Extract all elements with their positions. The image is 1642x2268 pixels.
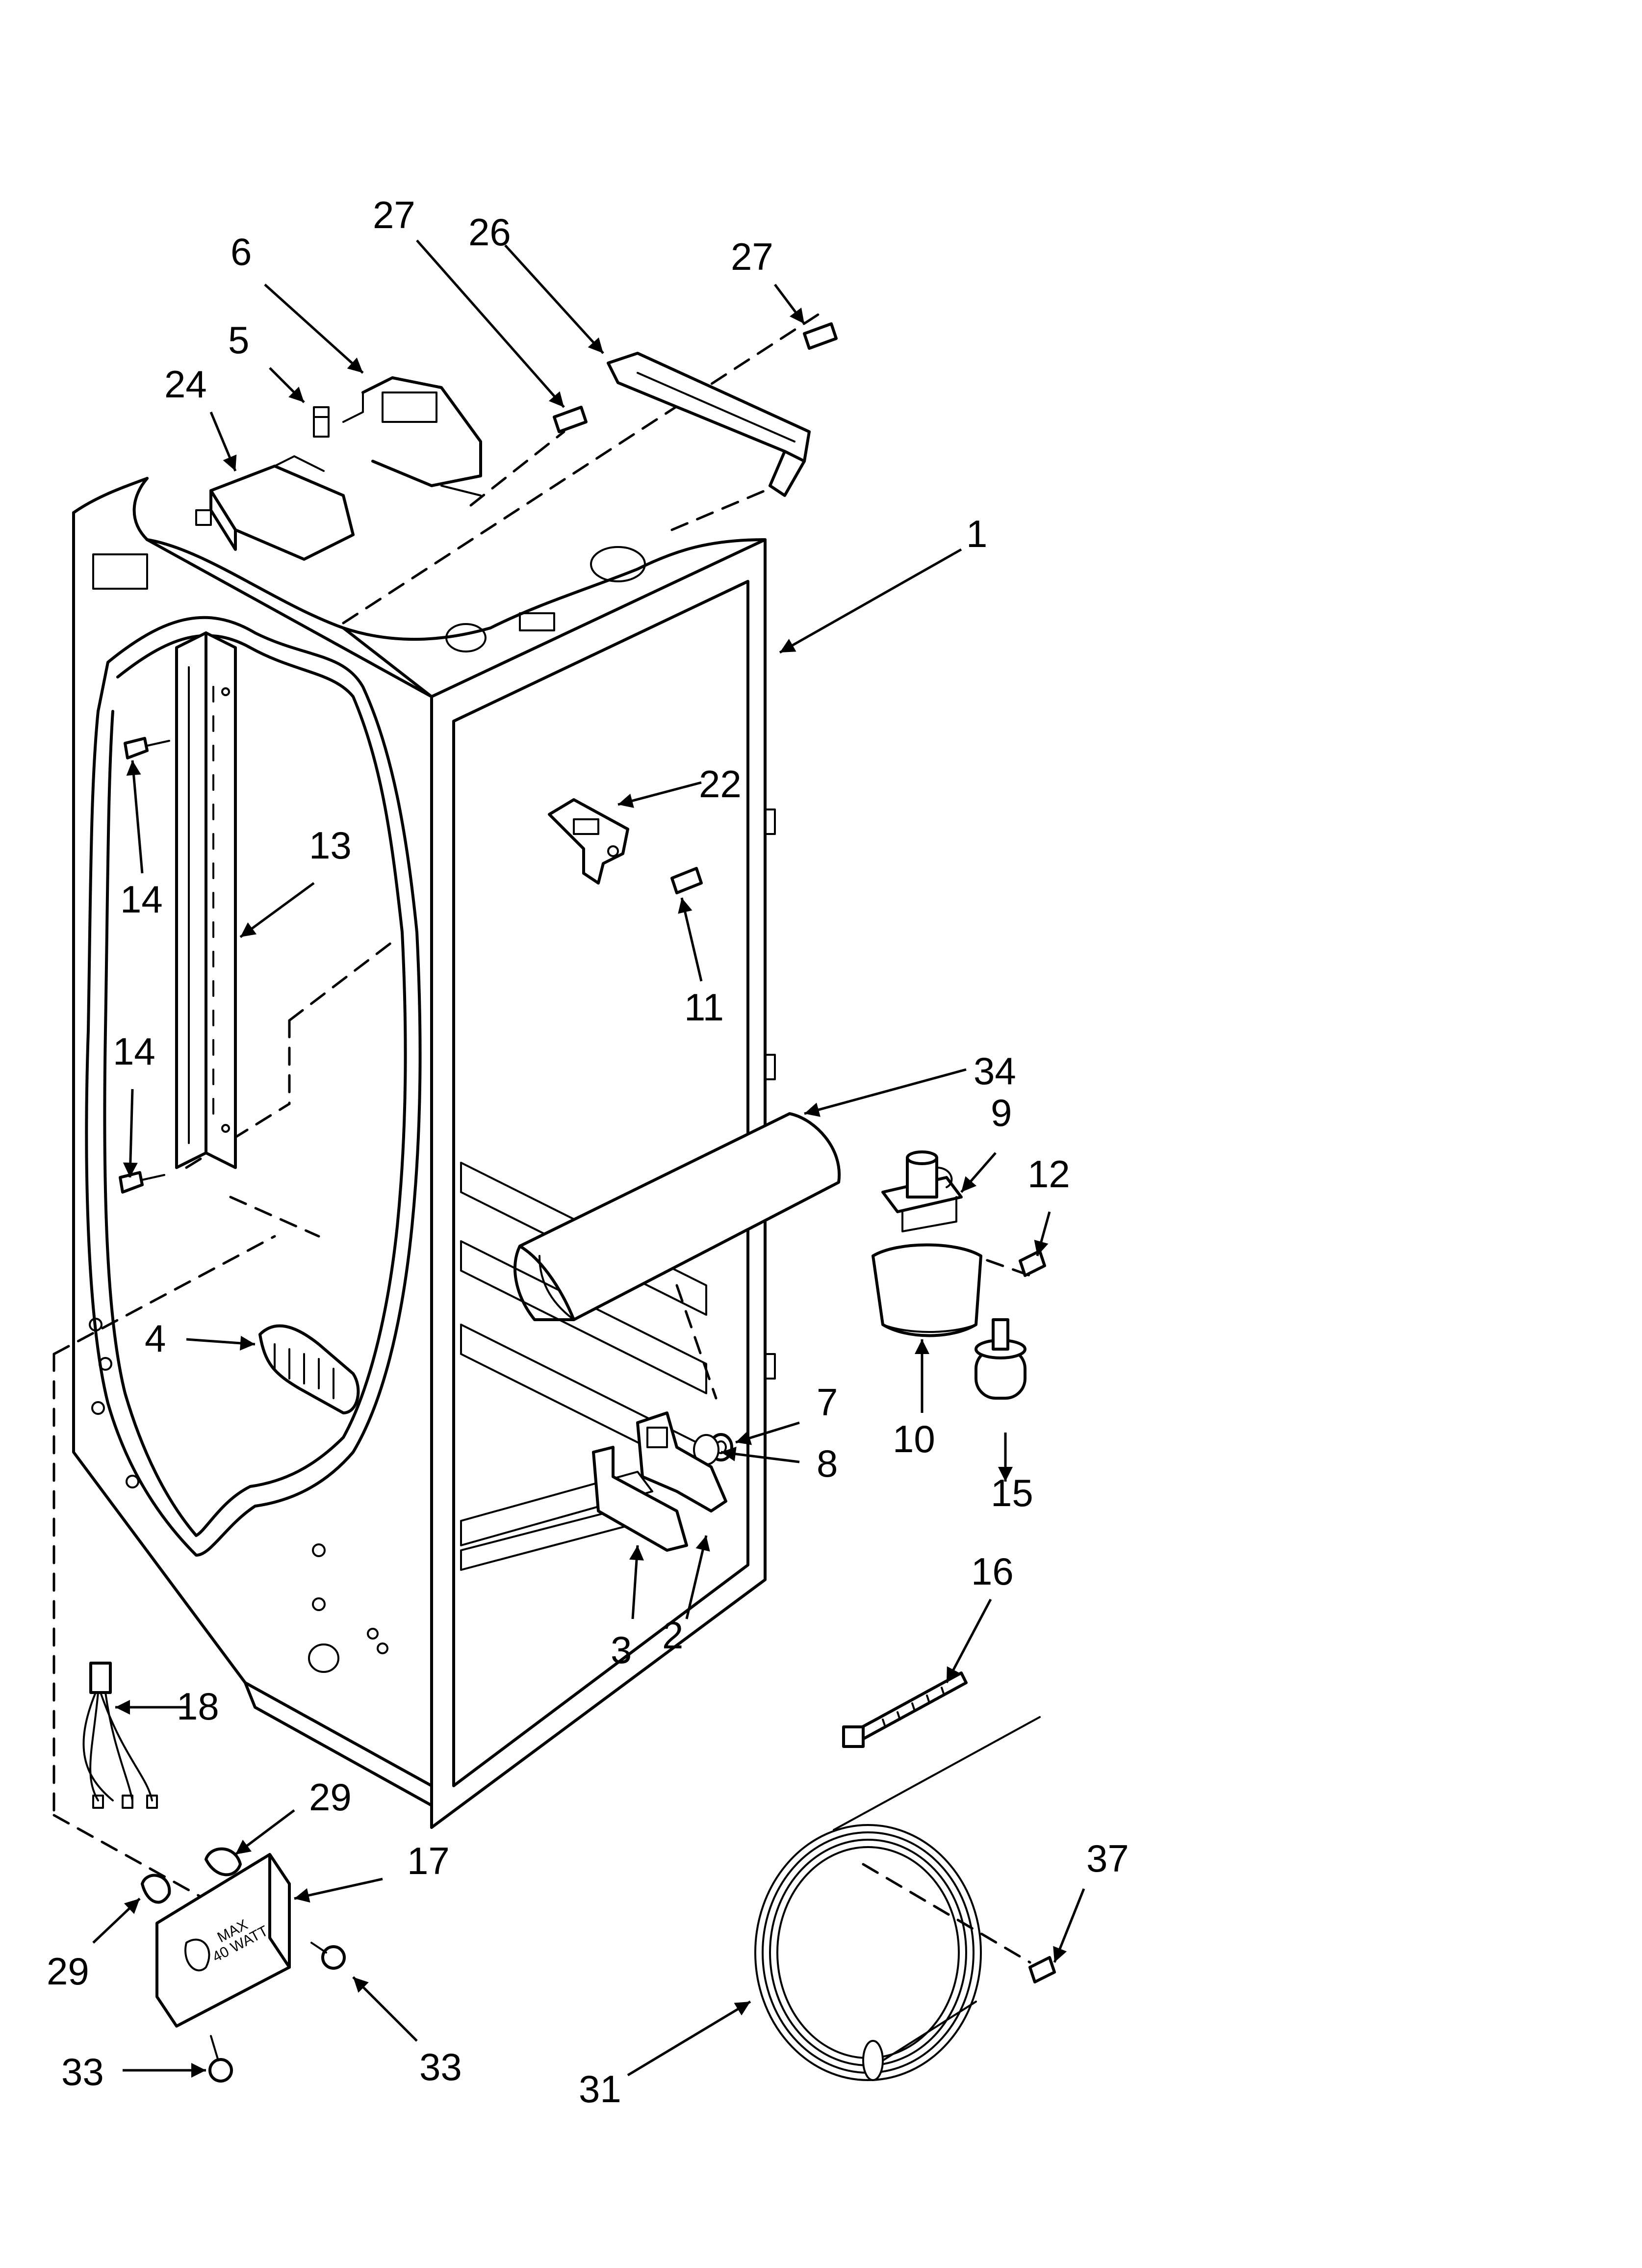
callout-11: 11 xyxy=(684,986,724,1029)
knob-15 xyxy=(975,1318,1026,1400)
shelf-ladder-rail xyxy=(175,631,237,1169)
callout-24: 24 xyxy=(164,363,207,406)
callout-33-right: 33 xyxy=(419,2045,462,2088)
callout-13: 13 xyxy=(309,824,352,867)
callout-29-lower: 29 xyxy=(47,1950,89,1993)
callout-4: 4 xyxy=(145,1317,166,1360)
screw-37 xyxy=(1028,1956,1056,1983)
screw-14-upper xyxy=(124,737,170,759)
bracket-2 xyxy=(636,1411,727,1512)
control-9 xyxy=(881,1150,963,1232)
leader-lines xyxy=(92,239,1085,2078)
callout-26: 26 xyxy=(468,210,511,254)
callout-27-left: 27 xyxy=(373,193,415,236)
callout-14-upper: 14 xyxy=(120,878,163,921)
callout-14-lower: 14 xyxy=(113,1030,155,1073)
cable-tie-16 xyxy=(842,1671,968,1748)
callout-37: 37 xyxy=(1086,1837,1129,1880)
clip-29-upper xyxy=(205,1847,242,1877)
callout-3: 3 xyxy=(611,1628,632,1671)
clip-29-lower xyxy=(141,1874,171,1904)
callout-22: 22 xyxy=(699,762,742,806)
callout-1: 1 xyxy=(966,512,987,555)
pin-33-left xyxy=(208,2035,233,2083)
callout-5: 5 xyxy=(228,318,249,362)
callout-7: 7 xyxy=(817,1381,838,1424)
callout-17: 17 xyxy=(407,1839,450,1882)
callout-10: 10 xyxy=(893,1417,935,1460)
tubing-coil-31 xyxy=(754,1716,1041,2081)
callout-31: 31 xyxy=(579,2067,621,2111)
screw-27-left xyxy=(553,406,588,433)
callout-6: 6 xyxy=(231,230,252,273)
pin-33-right xyxy=(310,1942,346,1970)
grille-4 xyxy=(258,1324,360,1414)
bracket-3 xyxy=(592,1446,688,1552)
screw-12 xyxy=(1019,1250,1046,1277)
screw-27-right xyxy=(803,322,838,350)
callout-2: 2 xyxy=(662,1614,683,1657)
light-housing xyxy=(195,455,355,561)
callout-8: 8 xyxy=(817,1442,838,1485)
light-shield xyxy=(342,376,482,496)
callout-34: 34 xyxy=(974,1049,1016,1093)
callout-labels: 1 2 3 4 5 6 7 8 9 10 11 12 13 14 14 15 1… xyxy=(47,193,1129,2111)
callout-9: 9 xyxy=(991,1091,1012,1134)
lamp-socket-17: MAX 40 WATT xyxy=(155,1853,291,2028)
screw-14-lower xyxy=(119,1171,165,1194)
callout-16: 16 xyxy=(971,1550,1014,1593)
screw-11 xyxy=(670,867,703,894)
cover-34 xyxy=(513,1112,841,1321)
callout-12: 12 xyxy=(1027,1152,1070,1196)
callout-33-left: 33 xyxy=(61,2050,104,2093)
callout-29-upper: 29 xyxy=(309,1775,352,1819)
housing-10 xyxy=(872,1243,982,1337)
clip-5 xyxy=(313,406,330,438)
callout-18: 18 xyxy=(177,1685,219,1728)
callout-27-right: 27 xyxy=(731,235,773,278)
bracket-22 xyxy=(548,798,629,885)
top-trim-26 xyxy=(607,352,811,497)
callout-15: 15 xyxy=(991,1471,1033,1514)
dashed-alignment-lines xyxy=(52,313,1031,1964)
wire-harness-18 xyxy=(82,1662,158,1809)
